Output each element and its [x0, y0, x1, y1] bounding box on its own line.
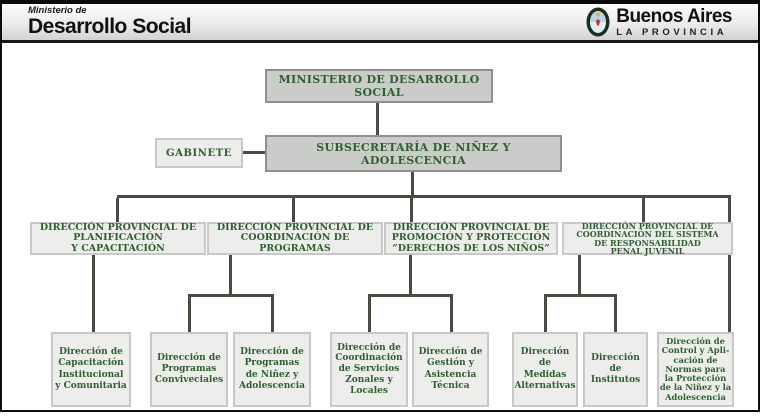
- connector-dp2-child1: [188, 297, 191, 332]
- node-d-servicios-zonales: Dirección de Coordinación de Servicios Z…: [330, 332, 408, 407]
- connector-sub-to-bus: [411, 172, 414, 195]
- node-dp-promocion-proteccion: DIRECCIÓN PROVINCIAL DE PROMOCIÓN Y PROT…: [384, 222, 558, 255]
- province-name: Buenos Aires: [616, 5, 732, 27]
- ministry-logotype: Ministerio de Desarrollo Social: [28, 5, 192, 38]
- connector-dp2-child2: [271, 297, 274, 332]
- connector-dp2-bus: [188, 294, 274, 297]
- connector-bus-to-dp3: [410, 198, 413, 222]
- connector-dp4-child1: [544, 297, 547, 332]
- node-ministerio: MINISTERIO DE DESARROLLO SOCIAL: [265, 69, 493, 103]
- node-d-programas-ninez: Dirección de Programas de Niñez y Adoles…: [233, 332, 311, 407]
- node-dp-coordinacion-programas: DIRECCIÓN PROVINCIAL DE COORDINACIÓN DE …: [207, 222, 383, 255]
- connector-dp4-bus: [544, 294, 617, 297]
- connector-gabinete: [243, 151, 265, 154]
- connector-dp4-child2: [614, 297, 617, 332]
- province-wordmark: Buenos Aires LA PROVINCIA: [616, 7, 732, 38]
- connector-dp3-child2: [450, 297, 453, 332]
- connector-dp2-stem: [229, 255, 232, 294]
- node-d-gestion-asistencia: Dirección de Gestión y Asistencia Técnic…: [412, 332, 489, 407]
- node-d-institutos: Dirección de Institutos: [583, 332, 648, 407]
- ministry-label-big: Desarrollo Social: [28, 14, 192, 38]
- ministry-label-small: Ministerio de: [28, 5, 87, 17]
- province-subtitle: LA PROVINCIA: [616, 26, 728, 38]
- connector-dp3-bus: [368, 294, 453, 297]
- connector-bus-to-control: [728, 198, 731, 332]
- header-bar: Ministerio de Desarrollo Social Buenos A…: [0, 0, 760, 43]
- node-d-programas-conviveciales: Dirección de Programas Conviveciales: [150, 332, 228, 407]
- node-d-medidas-alternativas: Dirección de Medidas Alternativas: [512, 332, 578, 407]
- buenos-aires-crest-icon: [586, 7, 610, 37]
- node-dp-penal-juvenil: DIRECCIÓN PROVINCIAL DE COORDINACIÓN DEL…: [562, 222, 733, 255]
- node-subsecretaria: SUBSECRETARÍA DE NIÑEZ Y ADOLESCENCIA: [265, 135, 562, 172]
- province-logotype: Buenos Aires LA PROVINCIA: [586, 7, 732, 38]
- node-dp-planificacion: DIRECCIÓN PROVINCIAL DE PLANIFICACIÓN Y …: [30, 222, 206, 255]
- connector-main-bus: [117, 195, 731, 198]
- node-d-capacitacion: Dirección de Capacitación Institucional …: [51, 332, 131, 407]
- connector-bus-to-dp2: [292, 198, 295, 222]
- connector-dp3-stem: [409, 255, 412, 294]
- connector-dp1-child: [92, 255, 95, 332]
- connector-dp3-child1: [368, 297, 371, 332]
- connector-bus-to-dp4: [642, 198, 645, 222]
- connector-root-to-sub: [376, 103, 379, 135]
- node-gabinete: GABINETE: [155, 138, 243, 168]
- connector-bus-to-dp1: [116, 198, 119, 222]
- connector-dp4-stem: [578, 255, 581, 294]
- node-d-control-normas: Dirección de Control y Apli- cación de N…: [657, 332, 734, 407]
